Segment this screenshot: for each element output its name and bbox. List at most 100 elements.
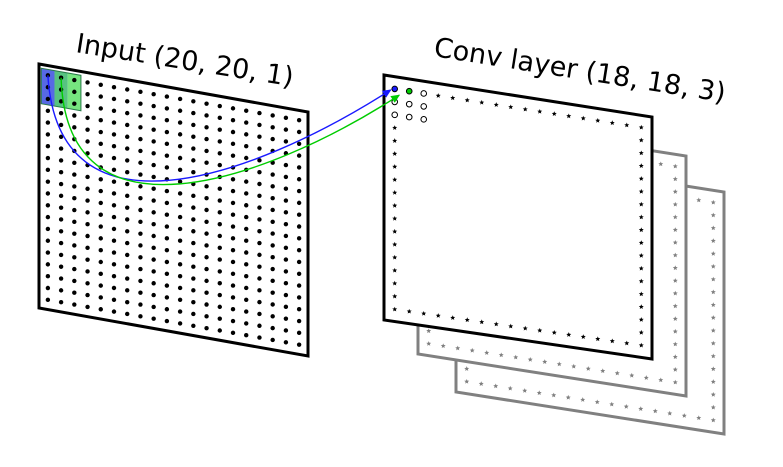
- conv-neuron: [658, 377, 664, 383]
- input-neuron: [296, 129, 302, 135]
- input-neuron: [58, 158, 64, 163]
- input-neuron: [98, 188, 103, 194]
- input-neuron: [164, 318, 170, 324]
- input-neuron: [45, 250, 51, 255]
- input-neuron: [257, 193, 262, 198]
- conv-neuron: [440, 343, 446, 349]
- input-neuron: [72, 302, 77, 307]
- input-layer: [37, 62, 310, 358]
- input-neuron: [111, 84, 117, 90]
- input-neuron: [125, 122, 130, 128]
- conv-neuron: [696, 415, 702, 421]
- input-neuron: [217, 257, 222, 262]
- input-neuron: [58, 99, 64, 104]
- input-neuron: [217, 292, 222, 298]
- input-neuron: [111, 238, 117, 243]
- input-neuron: [111, 203, 117, 208]
- conv-neuron: [600, 368, 606, 374]
- conv-neuron: [638, 240, 644, 245]
- input-neuron: [191, 110, 196, 116]
- input-neuron: [296, 247, 302, 253]
- conv-neuron: [672, 354, 678, 360]
- input-neuron: [45, 226, 51, 232]
- input-neuron: [164, 200, 170, 206]
- input-neuron: [98, 212, 103, 217]
- input-neuron: [98, 259, 103, 265]
- input-neuron: [85, 292, 90, 298]
- input-neuron: [204, 325, 209, 331]
- input-neuron: [45, 96, 51, 102]
- input-neuron: [125, 311, 130, 317]
- conv-neuron: [672, 341, 678, 347]
- input-neuron: [85, 103, 90, 109]
- input-neuron: [45, 155, 51, 161]
- input-neuron: [204, 207, 209, 213]
- conv-neuron: [498, 352, 504, 358]
- input-neuron: [138, 113, 143, 118]
- conv-neuron: [638, 342, 644, 348]
- input-neuron: [85, 174, 90, 180]
- input-neuron: [230, 106, 236, 111]
- conv-neuron: [672, 214, 678, 220]
- input-neuron: [58, 146, 64, 151]
- input-neuron: [257, 240, 262, 246]
- green-connection: [60, 77, 401, 186]
- input-neuron: [217, 233, 222, 239]
- input-neuron: [230, 224, 236, 229]
- input-neuron: [58, 134, 64, 139]
- input-neuron: [296, 307, 302, 312]
- input-neuron: [151, 233, 156, 239]
- input-neuron: [270, 136, 275, 142]
- input-neuron: [230, 307, 236, 312]
- input-neuron: [217, 221, 222, 227]
- input-neuron: [58, 110, 64, 116]
- input-neuron: [257, 252, 262, 258]
- input-neuron: [72, 231, 77, 236]
- input-neuron: [85, 269, 90, 274]
- conv-neuron: [643, 375, 649, 380]
- conv-neuron: [672, 163, 678, 169]
- input-neuron: [72, 207, 77, 213]
- conv-neuron: [609, 401, 615, 407]
- conv-neuron: [392, 215, 398, 221]
- input-neuron: [151, 92, 156, 97]
- input-neuron: [244, 250, 249, 255]
- input-neuron: [244, 155, 249, 161]
- input-neuron: [177, 285, 183, 291]
- blue-connection: [47, 75, 392, 182]
- conv-neuron: [536, 390, 542, 396]
- conv-neuron: [710, 225, 716, 231]
- input-neuron: [204, 184, 209, 189]
- conv-neuron: [508, 104, 514, 110]
- input-neuron: [138, 136, 143, 142]
- input-neuron: [125, 158, 130, 163]
- conv-neuron: [710, 353, 716, 359]
- input-neuron: [177, 203, 183, 208]
- input-neuron: [164, 106, 170, 111]
- input-neuron: [98, 153, 103, 158]
- conv-neuron: [392, 254, 398, 260]
- input-neuron: [164, 307, 170, 312]
- input-neuron: [164, 129, 170, 135]
- conv-neuron: [638, 227, 644, 233]
- input-neuron: [244, 333, 249, 338]
- input-neuron: [217, 281, 222, 286]
- conv-neuron: [551, 392, 557, 398]
- input-neuron: [98, 200, 103, 206]
- input-neuron: [217, 103, 222, 109]
- input-neuron: [72, 243, 77, 248]
- input-neuron: [58, 75, 64, 80]
- conv-neuron: [672, 316, 678, 321]
- input-neuron: [138, 207, 143, 213]
- input-neuron: [164, 295, 170, 300]
- input-neuron: [244, 262, 249, 267]
- input-neuron: [85, 245, 90, 251]
- input-neuron: [138, 231, 143, 236]
- connections: [47, 75, 401, 186]
- conv-neuron: [522, 388, 528, 393]
- input-neuron: [72, 290, 77, 295]
- input-neuron: [151, 269, 156, 274]
- input-neuron: [191, 288, 196, 293]
- conv-neuron: [710, 302, 716, 308]
